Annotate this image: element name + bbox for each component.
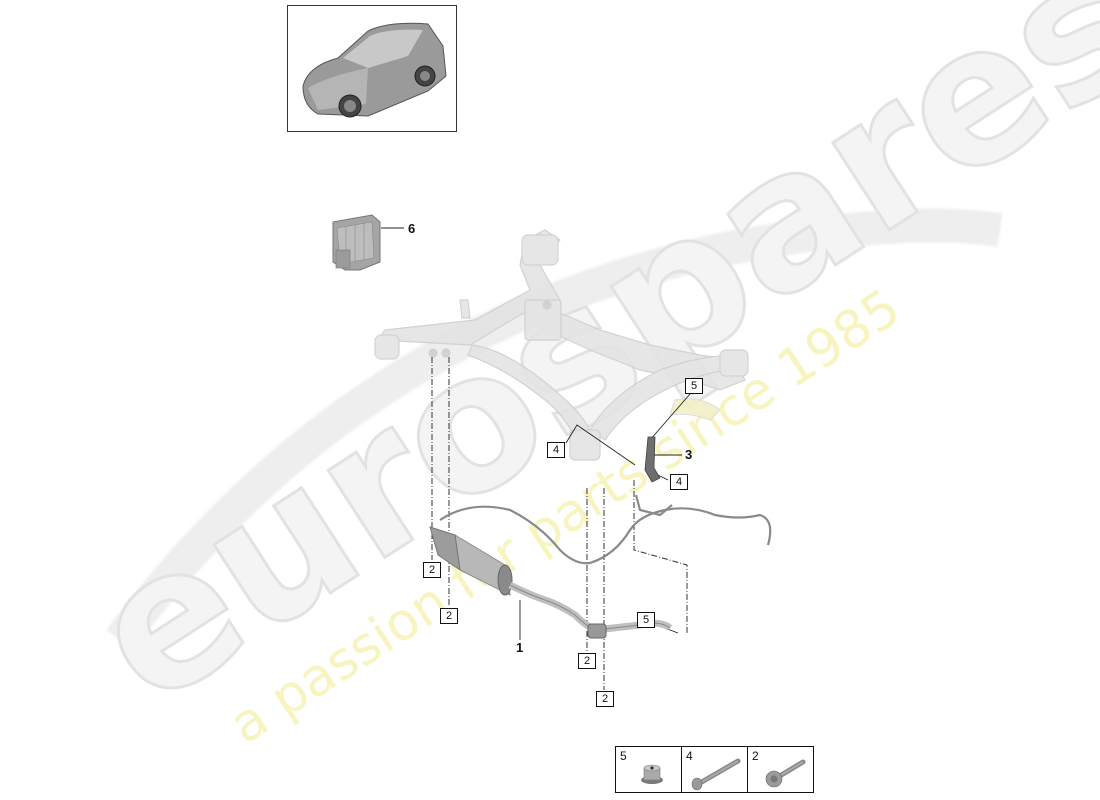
control-unit-part6 [332,214,381,271]
legend-item-bolt[interactable]: 4 [682,747,748,792]
flange-bolt-icon [765,759,806,788]
callout-part-1[interactable]: 1 [516,640,524,655]
callout-box-2-c[interactable]: 2 [578,653,596,669]
bolt-icon [691,758,741,791]
callout-part-3[interactable]: 3 [685,447,693,462]
callout-box-5-top[interactable]: 5 [685,378,703,394]
rear-subframe [374,229,749,461]
legend-number: 5 [620,749,627,763]
callout-box-5-bottom[interactable]: 5 [637,612,655,628]
nut-icon [641,764,663,784]
vehicle-icon [302,22,447,118]
fastener-legend: 5 4 2 [615,746,814,793]
callout-box-4-right[interactable]: 4 [670,474,688,490]
legend-number: 2 [752,749,759,763]
callout-box-2-d[interactable]: 2 [596,691,614,707]
vehicle-thumbnail [287,5,457,132]
legend-item-nut[interactable]: 5 [616,747,682,792]
bracket-part3 [644,436,661,483]
callout-box-2-a[interactable]: 2 [423,562,441,578]
callout-box-4-left[interactable]: 4 [547,442,565,458]
callout-box-2-b[interactable]: 2 [440,608,458,624]
legend-item-flange-bolt[interactable]: 2 [748,747,813,792]
legend-number: 4 [686,749,693,763]
callout-part-6[interactable]: 6 [408,221,416,236]
